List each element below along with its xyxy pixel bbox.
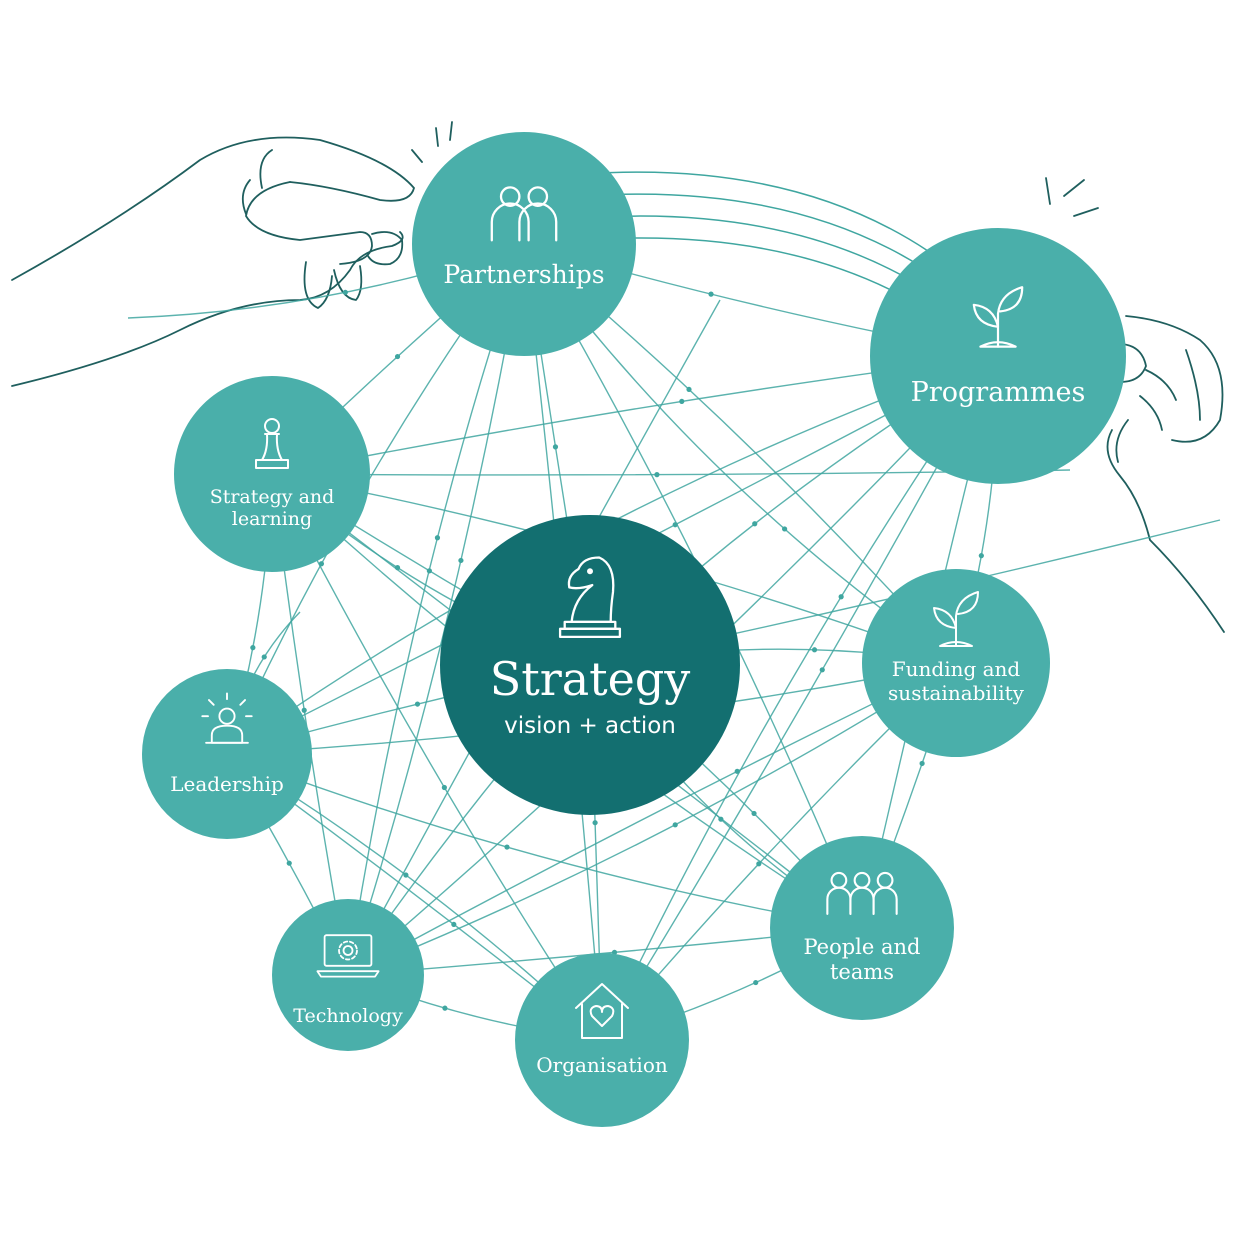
chess-knight-icon [558, 556, 622, 638]
link-junction-dot [250, 645, 256, 651]
link-junction-dot [751, 810, 757, 817]
node-circle-leadership[interactable] [142, 669, 312, 839]
hand-outline [11, 231, 404, 387]
link-junction-dot [414, 701, 421, 707]
link-junction-dot [811, 647, 818, 653]
link-junction-dot [838, 594, 844, 600]
arc-connection [583, 171, 929, 252]
hand-outline [11, 136, 415, 281]
link-junction-dot [451, 921, 457, 928]
link-junction-dot [819, 667, 825, 673]
node-circle-strategy-learning[interactable] [174, 376, 370, 572]
leader-icon [201, 692, 253, 744]
network-link [347, 662, 957, 976]
link-junction-dot [301, 707, 307, 713]
hand-outline [1045, 177, 1099, 217]
link-junction-dot [504, 844, 510, 850]
network-link [226, 753, 863, 929]
link-junction-dot [782, 526, 788, 532]
node-circle-funding[interactable] [862, 569, 1050, 757]
arc-connection [583, 215, 929, 292]
link-junction-dot [286, 860, 292, 866]
sprout-icon [933, 591, 979, 647]
link-junction-dot [919, 760, 925, 767]
node-circle-programmes[interactable] [870, 228, 1126, 484]
link-junction-dot [978, 553, 984, 559]
hand-outline [1185, 349, 1201, 421]
link-junction-dot [756, 861, 762, 867]
link-junction-dot [708, 291, 714, 297]
house-heart-icon [575, 983, 629, 1039]
link-junction-dot [403, 872, 409, 878]
link-junction-dot [672, 822, 678, 828]
laptop-gear-icon [316, 934, 380, 978]
link-junction-dot [672, 522, 678, 528]
node-circle-people-teams[interactable] [770, 836, 954, 1020]
hand-outline [1125, 315, 1224, 443]
link-junction-dot [394, 565, 401, 571]
hand-outline [303, 261, 363, 309]
link-junction-dot [752, 521, 758, 527]
center-node-circle[interactable] [440, 515, 740, 815]
sprout-icon [972, 286, 1024, 348]
network-link [347, 662, 957, 976]
link-junction-dot [342, 289, 348, 295]
link-junction-dot [753, 979, 759, 986]
hand-outline [1115, 369, 1177, 463]
node-circles [142, 132, 1126, 1127]
link-junction-dot [261, 654, 267, 660]
link-junction-dot [592, 820, 598, 826]
people-pair-icon [490, 186, 558, 242]
link-junction-dot [654, 472, 660, 478]
hand-outline [245, 181, 373, 265]
link-junction-dot [679, 398, 685, 405]
link-junction-dot [442, 1005, 448, 1011]
chess-pawn-icon [255, 418, 289, 469]
hand-outline [367, 231, 404, 266]
link-junction-dot [434, 535, 441, 541]
node-circle-technology[interactable] [272, 899, 424, 1051]
node-icons [201, 186, 1024, 1039]
link-junction-dot [686, 386, 692, 393]
link-junction-dot [611, 949, 618, 955]
arc-connection [583, 193, 929, 272]
link-junction-dot [458, 557, 464, 564]
hand-outline [1106, 429, 1225, 633]
hand-outline [241, 149, 273, 215]
node-circle-partnerships[interactable] [412, 132, 636, 356]
hand-outline [411, 121, 453, 163]
link-junction-dot [718, 816, 724, 822]
link-junction-dot [441, 784, 447, 791]
link-junction-dot [394, 353, 401, 360]
link-junction-dot [552, 444, 559, 450]
node-circle-organisation[interactable] [515, 953, 689, 1127]
group-icon [826, 871, 898, 915]
